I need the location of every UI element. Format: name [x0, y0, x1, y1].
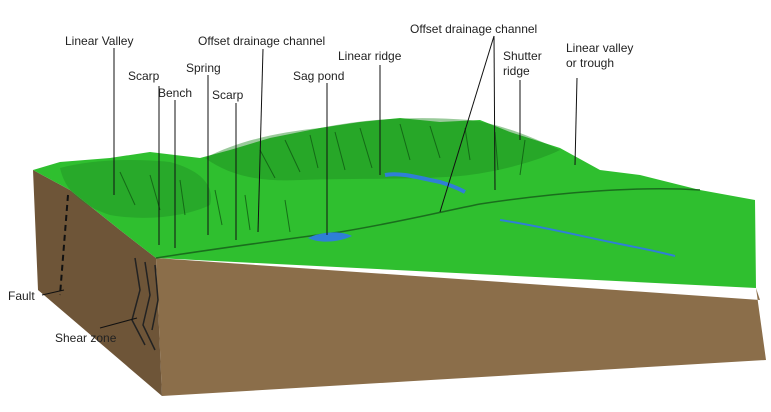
label-sag-pond: Sag pond — [293, 69, 344, 83]
lower-drainage-water — [499, 219, 676, 257]
label-scarp-2: Scarp — [212, 88, 244, 102]
label-linear-valley-trough-1: Linear valley — [566, 41, 633, 55]
label-bench: Bench — [158, 86, 192, 100]
hill-shade-left — [60, 160, 211, 218]
shear-zone-cracks — [131, 257, 159, 351]
fault-line — [59, 194, 69, 296]
fault-trace — [155, 188, 701, 259]
label-fault: Fault — [8, 289, 35, 303]
label-linear-valley: Linear Valley — [65, 34, 133, 48]
label-shutter-ridge-1: Shutter — [503, 49, 542, 63]
leader-lines — [41, 35, 578, 329]
label-spring: Spring — [186, 61, 221, 75]
label-offset-drainage-channel-1: Offset drainage channel — [198, 34, 325, 48]
label-linear-ridge: Linear ridge — [338, 49, 402, 63]
label-shutter-ridge-2: ridge — [503, 64, 530, 78]
terrain-texture — [119, 123, 526, 233]
sag-pond-water — [308, 232, 352, 242]
label-shear-zone: Shear zone — [55, 331, 117, 345]
label-scarp-1: Scarp — [128, 69, 160, 83]
label-offset-drainage-channel-2: Offset drainage channel — [410, 22, 537, 36]
upper-drainage-water — [384, 172, 466, 194]
label-linear-valley-trough-2: or trough — [566, 56, 614, 70]
hill-shade-back — [205, 118, 560, 181]
block-front-face — [156, 258, 766, 396]
